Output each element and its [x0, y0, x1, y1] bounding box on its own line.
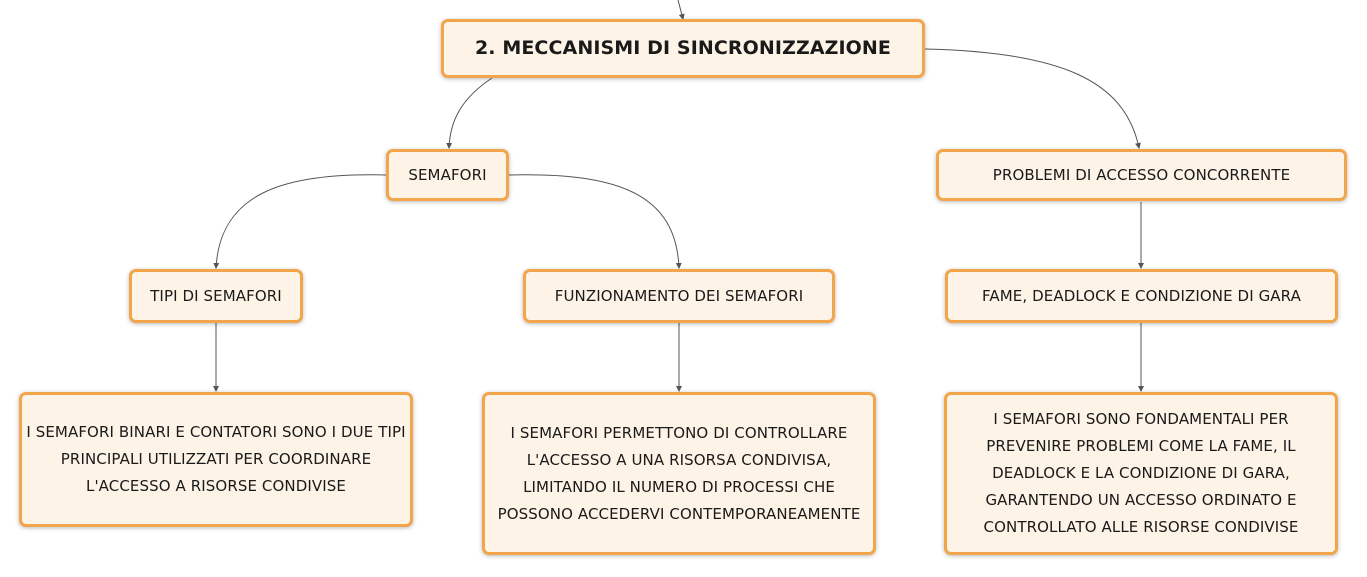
node-tipi-label: TIPI DI SEMAFORI — [150, 286, 282, 305]
node-fame-label: FAME, DEADLOCK E CONDIZIONE DI GARA — [982, 286, 1301, 305]
node-semafori-label: SEMAFORI — [408, 165, 487, 184]
node-desc-funzionamento[interactable]: I SEMAFORI PERMETTONO DI CONTROLLARE L'A… — [482, 392, 876, 555]
connector-semafori-funzionamento — [507, 174, 682, 269]
node-funzionamento-semafori[interactable]: FUNZIONAMENTO DEI SEMAFORI — [523, 269, 835, 323]
connector-root-semafori — [446, 77, 493, 149]
node-semafori[interactable]: SEMAFORI — [386, 149, 509, 201]
node-desc-fame-text: I SEMAFORI SONO FONDAMENTALI PER PREVENI… — [983, 410, 1299, 536]
node-desc-fame[interactable]: I SEMAFORI SONO FONDAMENTALI PER PREVENI… — [944, 392, 1338, 555]
node-problemi-label: PROBLEMI DI ACCESSO CONCORRENTE — [992, 165, 1291, 184]
node-desc-funzionamento-text: I SEMAFORI PERMETTONO DI CONTROLLARE L'A… — [497, 423, 861, 523]
node-tipi-semafori[interactable]: TIPI DI SEMAFORI — [129, 269, 303, 323]
node-funzionamento-label: FUNZIONAMENTO DEI SEMAFORI — [554, 286, 804, 305]
node-root-meccanismi[interactable]: 2. MECCANISMI DI SINCRONIZZAZIONE — [441, 19, 925, 78]
node-problemi-accesso[interactable]: PROBLEMI DI ACCESSO CONCORRENTE — [936, 149, 1347, 201]
node-desc-tipi[interactable]: I SEMAFORI BINARI E CONTATORI SONO I DUE… — [19, 392, 413, 527]
node-fame-deadlock[interactable]: FAME, DEADLOCK E CONDIZIONE DI GARA — [945, 269, 1338, 323]
connector-root-problemi — [924, 48, 1141, 149]
node-root-label: 2. MECCANISMI DI SINCRONIZZAZIONE — [474, 37, 892, 59]
connector-parent-root — [677, 0, 685, 20]
node-desc-tipi-text: I SEMAFORI BINARI E CONTATORI SONO I DUE… — [26, 423, 406, 495]
connector-semafori-tipi — [213, 174, 388, 269]
